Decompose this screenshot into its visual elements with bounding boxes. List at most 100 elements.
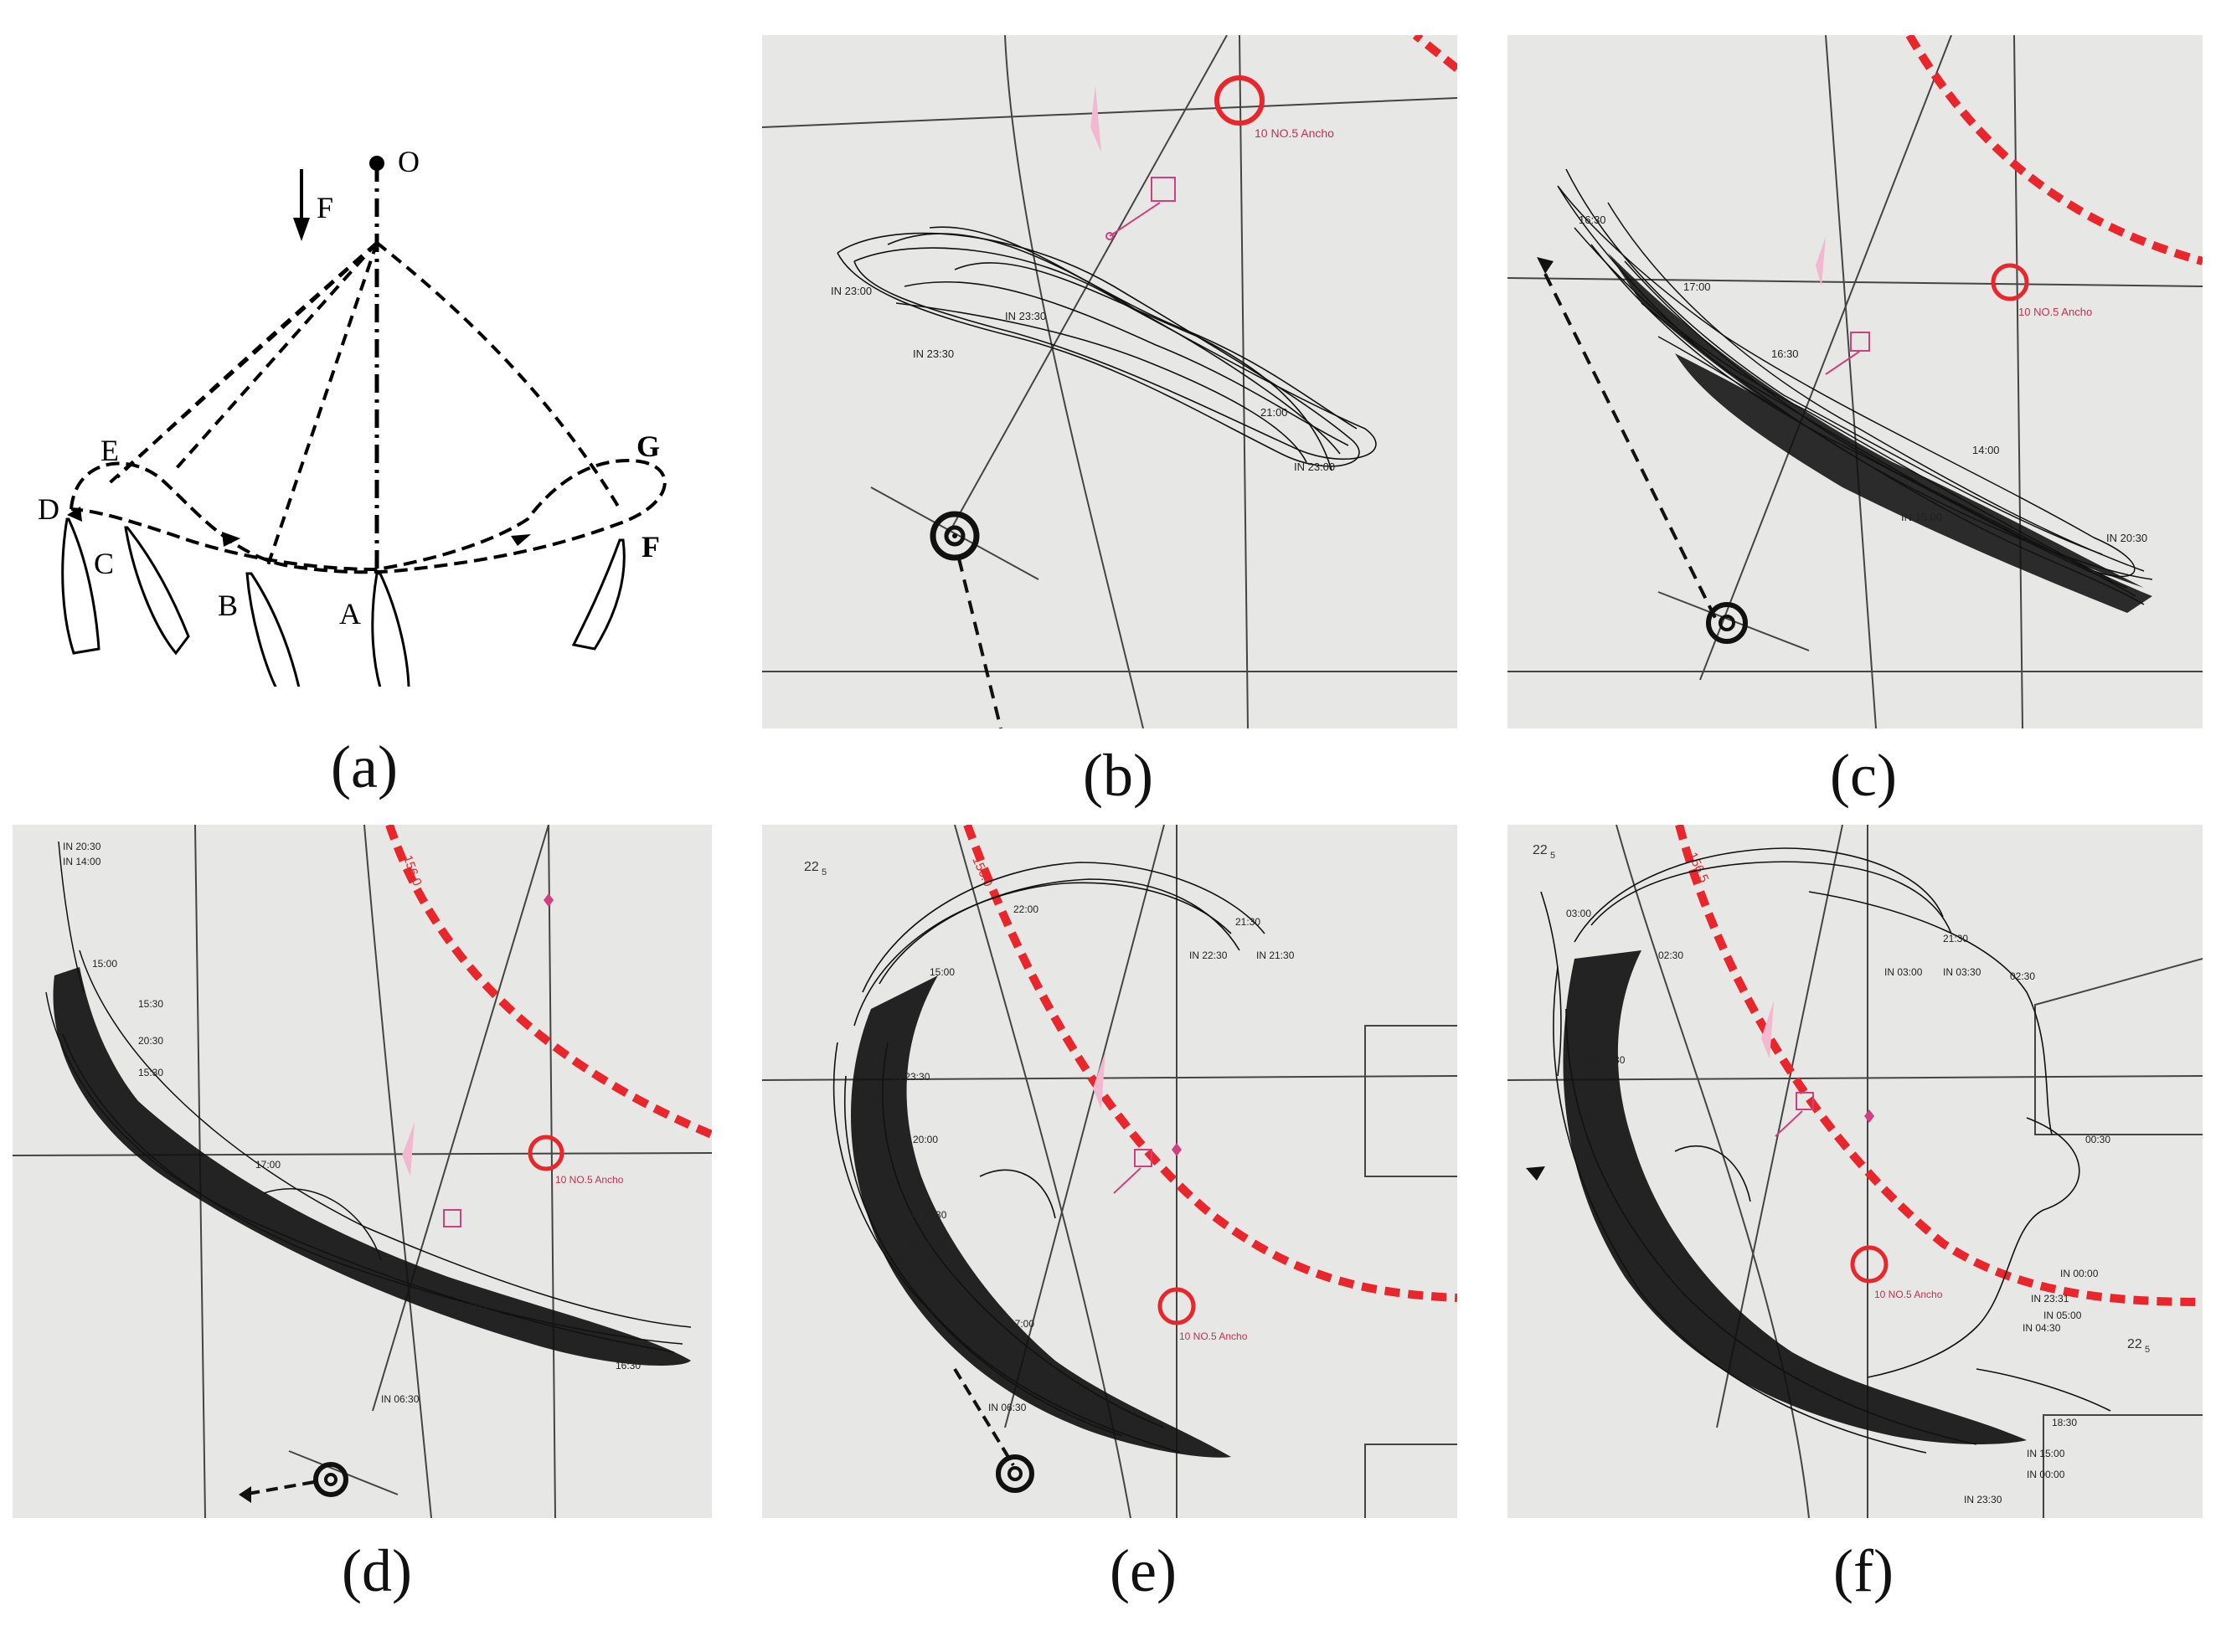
anchor-label: 10 NO.5 Ancho (555, 1174, 624, 1186)
info-icon (1850, 332, 1870, 352)
label-d: D (38, 492, 59, 526)
time-label: IN 22:30 (1189, 950, 1228, 961)
time-label: 17:00 (1683, 280, 1711, 293)
panel-d-screen: 156.0 10 NO.5 Ancho IN 20:30 IN 14:00 15… (13, 825, 712, 1518)
time-label: 22:00 (1013, 903, 1038, 915)
anchor-point-o (369, 156, 384, 171)
ship-b (245, 572, 301, 687)
time-label: 03:00 (1566, 908, 1591, 919)
time-label: IN 06:30 (988, 1402, 1027, 1413)
time-label: IN 14:00 (448, 1301, 487, 1313)
time-label: IN 05:00 (2043, 1310, 2082, 1321)
time-label: IN 15:00 (2027, 1448, 2065, 1459)
time-label: IN 23:00 (831, 285, 872, 297)
depth-sub-2: 5 (2145, 1345, 2150, 1355)
time-label: 14:00 (1972, 444, 2000, 456)
track-c (1557, 168, 2153, 605)
time-label: 18:30 (2052, 1417, 2077, 1428)
depth-label: 22 (804, 860, 819, 874)
track-d (53, 967, 692, 1366)
label-c: C (94, 547, 114, 580)
label-b: B (218, 589, 238, 622)
time-label: IN 04:30 (2023, 1322, 2061, 1334)
time-label: 20:30 (138, 1035, 163, 1047)
time-label: IN 15:00 (1901, 511, 1942, 523)
chart-b: 10 NO.5 Ancho IN 23:00 IN 23:30 IN 23:30… (762, 35, 1457, 728)
caption-a: (a) (331, 733, 398, 800)
panel-e-screen: 156.0 10 NO.5 Ancho 22 5 21:30 IN 21:30 … (762, 825, 1457, 1518)
depth-sub: 5 (1550, 851, 1555, 861)
track-f (1563, 950, 2027, 1444)
panel-a: O F E D C B A G F (17, 100, 703, 687)
time-label: 21:00 (1260, 406, 1288, 419)
time-label: IN 20:30 (63, 841, 101, 852)
time-label: IN 23:30 (892, 1071, 930, 1083)
info-icon (1151, 177, 1176, 202)
cable-f (375, 241, 621, 511)
time-label: 02:30 (2010, 970, 2035, 982)
time-label: 21:30 (1235, 916, 1260, 928)
track-b (837, 226, 1377, 471)
time-label: IN 23:00 (1294, 461, 1335, 473)
time-label: 15:30 (138, 998, 163, 1010)
anchor-ring-icon (1214, 75, 1265, 126)
time-label: 21:30 (1943, 933, 1968, 944)
time-label: 16:30 (1579, 214, 1606, 226)
time-label: IN 23:30 (1587, 1054, 1626, 1066)
ship-target-icon (1706, 602, 1748, 644)
track-e (851, 975, 1231, 1458)
time-label: IN 14:00 (63, 856, 101, 867)
time-label: IN 23:30 (913, 347, 954, 360)
time-label: 15:00 (930, 966, 955, 978)
cable-b (266, 242, 379, 566)
time-label: 16:30 (1771, 347, 1799, 360)
panel-c-screen: 10 NO.5 Ancho 16:30 17:00 16:30 14:00 IN… (1507, 35, 2203, 728)
time-label: 00:30 (2085, 1134, 2110, 1145)
ship-f (571, 538, 626, 651)
heading-arrow-icon (1526, 1166, 1545, 1181)
label-a: A (339, 597, 361, 630)
contour-label: 156.5 (1685, 850, 1711, 884)
anchor-ring-icon (1157, 1287, 1196, 1325)
label-o: O (398, 145, 420, 178)
yawing-diagram: O F E D C B A G F (38, 145, 667, 687)
caption-f: (f) (1833, 1537, 1894, 1604)
ship-c (124, 526, 190, 656)
time-label: 17:00 (255, 1159, 281, 1171)
time-label: 15:30 (138, 1067, 163, 1078)
info-icon (1796, 1092, 1814, 1110)
ship-a (371, 572, 410, 687)
time-label: IN 06:30 (381, 1393, 420, 1405)
anchor-ring-icon (528, 1135, 564, 1171)
label-f: F (642, 530, 660, 564)
chart-e: 156.0 10 NO.5 Ancho 22 5 21:30 IN 21:30 … (762, 825, 1457, 1518)
panel-b-screen: 10 NO.5 Ancho IN 23:00 IN 23:30 IN 23:30… (762, 35, 1457, 728)
time-label: IN 23:30 (1005, 310, 1046, 322)
time-label: 15:00 (92, 958, 117, 970)
depth-label: 22 (1533, 843, 1548, 857)
time-label: IN 15:30 (909, 1209, 947, 1221)
info-icon (443, 1209, 461, 1227)
time-label: IN 23:31 (2031, 1293, 2069, 1305)
depth-sub: 5 (822, 867, 827, 877)
anchor-label: 10 NO.5 Ancho (1179, 1330, 1248, 1342)
time-label: 17:00 (1009, 1318, 1034, 1330)
label-force: F (317, 191, 333, 224)
panel-f-screen: 156.5 10 NO.5 Ancho 22 5 22 5 03:00 02:3… (1507, 825, 2203, 1518)
time-label: IN 16:00 (909, 1238, 947, 1250)
cable-c (116, 241, 379, 479)
anchor-label: 10 NO.5 Ancho (2018, 306, 2092, 318)
chart-d: 156.0 10 NO.5 Ancho IN 20:30 IN 14:00 15… (13, 825, 712, 1518)
anchor-ring-icon (1850, 1245, 1889, 1284)
info-icon (1134, 1149, 1152, 1167)
time-label: 20:00 (913, 1134, 938, 1145)
chart-c: 10 NO.5 Ancho 16:30 17:00 16:30 14:00 IN… (1507, 35, 2203, 728)
ship-d (61, 517, 100, 655)
depth-label-2: 22 (2127, 1337, 2142, 1351)
time-label: IN 00:00 (2027, 1469, 2065, 1480)
time-label: IN 00:00 (2060, 1268, 2099, 1279)
time-label: IN 03:30 (1943, 966, 1981, 978)
label-g: G (636, 430, 660, 463)
time-label: 16:30 (616, 1360, 641, 1372)
anchor-label: 10 NO.5 Ancho (1874, 1289, 1943, 1300)
